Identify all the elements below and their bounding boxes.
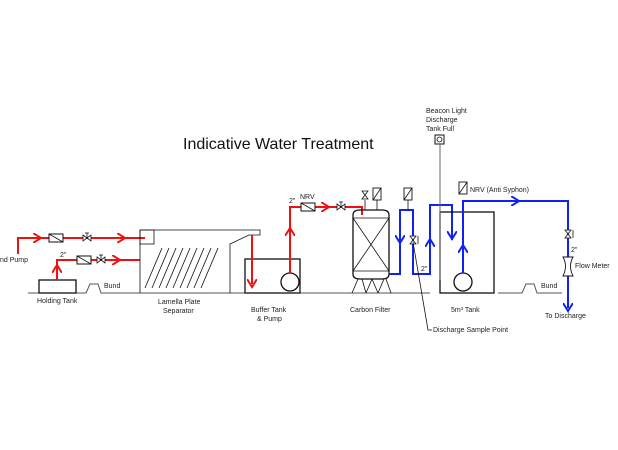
carbon-filter <box>351 187 392 294</box>
size-label-c: 2" <box>421 266 428 273</box>
tank-to-discharge-pipe <box>462 200 569 308</box>
holding-tank <box>38 279 77 294</box>
holding-tank-pipe <box>56 259 140 280</box>
holding-tank-label: Holding Tank <box>37 298 78 305</box>
lamella-separator <box>139 229 261 293</box>
beacon-label-line3: Tank Full <box>426 126 454 133</box>
carbon-filter-label: Carbon Filter <box>350 307 391 314</box>
flow-meter-icon <box>562 256 574 277</box>
size-label-d: 2" <box>571 247 578 254</box>
nrv-anti-syphon-label: NRV (Anti Syphon) <box>470 187 529 194</box>
vent-valve-icon <box>361 190 369 200</box>
pressure-relief-icon <box>403 187 413 210</box>
beacon-label-line1: Beacon Light <box>426 108 467 115</box>
lamella-label-line2: Separator <box>163 308 194 315</box>
size-label-a: 2" <box>60 252 67 259</box>
sample-valve-icon <box>409 235 419 245</box>
valve-icon <box>336 201 346 211</box>
filter-to-tank-pipe <box>389 204 453 275</box>
pump-icon <box>453 272 473 292</box>
sample-point-leader <box>412 241 432 331</box>
buffer-label-line2: & Pump <box>257 316 282 323</box>
pump-label: nd Pump <box>0 257 28 264</box>
to-discharge-label: To Discharge <box>545 313 586 320</box>
bund-label-left: Bund <box>104 283 120 290</box>
beacon-light-icon <box>434 134 445 145</box>
buffer-to-filter-pipe <box>289 206 363 273</box>
bund-label-right: Bund <box>541 283 557 290</box>
buffer-label-line1: Buffer Tank <box>251 307 287 314</box>
buffer-tank <box>244 258 301 294</box>
lamella-label-line1: Lamella Plate <box>158 299 201 306</box>
beacon-label-line2: Discharge <box>426 117 458 124</box>
pump-icon <box>280 272 300 292</box>
valve-icon <box>564 229 574 239</box>
sample-point-label: Discharge Sample Point <box>433 327 508 334</box>
size-label-b: 2" <box>289 198 296 205</box>
nrv-label: NRV <box>300 194 315 201</box>
pump-feed-pipe <box>17 237 145 254</box>
tank-5m3-label: 5m³ Tank <box>451 307 480 314</box>
diagram-title: Indicative Water Treatment <box>183 136 374 153</box>
nrv-anti-syphon-icon <box>458 181 468 195</box>
valve-icon <box>82 232 92 242</box>
valve-icon <box>96 254 106 264</box>
5m3-tank <box>439 211 495 294</box>
flow-meter-label: Flow Meter <box>575 263 610 270</box>
